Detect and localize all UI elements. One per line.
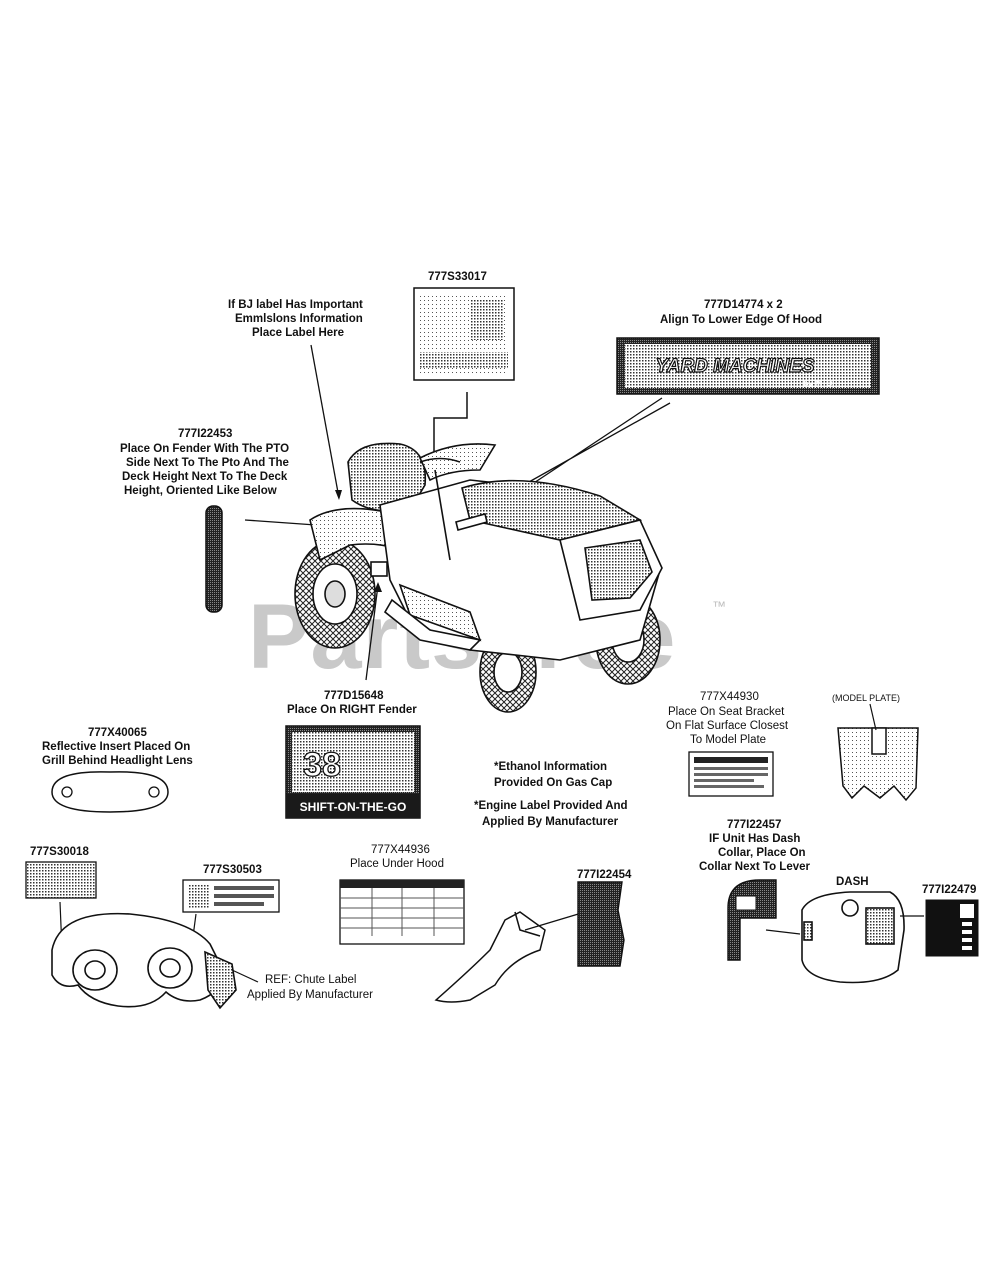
bj-label-note-line3: Place Label Here <box>252 327 345 339</box>
ref-chute-note-line1: REF: Chute Label <box>265 974 357 986</box>
part-number-777s30503: 777S30503 <box>203 864 262 876</box>
note-777x44936: Place Under Hood <box>350 858 444 870</box>
leader-line <box>433 392 468 470</box>
part-number-777i22454: 777I22454 <box>577 869 632 881</box>
note-777i22457-line3: Collar Next To Lever <box>699 861 810 873</box>
decal-777i22479 <box>925 899 979 957</box>
bj-label-note-line2: Emmlslons Information <box>235 313 363 325</box>
note-777x40065-line2: Grill Behind Headlight Lens <box>42 755 193 767</box>
leader-line <box>365 584 379 681</box>
part-number-777d15648: 777D15648 <box>324 690 384 702</box>
decal-777x44930 <box>688 751 774 797</box>
model-plate-label: (MODEL PLATE) <box>832 693 901 703</box>
lawn-tractor-illustration <box>294 442 663 713</box>
leader-line <box>869 703 877 731</box>
note-777i22457-line2: Collar, Place On <box>718 847 806 859</box>
part-number-777i22453: 777I22453 <box>178 428 233 440</box>
part-number-777x44936: 777X44936 <box>371 844 430 856</box>
decal-shift-on-the-go <box>285 725 421 819</box>
part-number-777x40065: 777X40065 <box>88 727 147 739</box>
dash-illustration <box>801 891 905 984</box>
decal-shift-text: SHIFT-ON-THE-GO <box>300 800 407 814</box>
part-number-777s30018: 777S30018 <box>30 846 89 858</box>
engine-note-line1: *Engine Label Provided And <box>474 800 628 812</box>
reflective-insert <box>51 771 169 813</box>
part-number-777i22479: 777I22479 <box>922 884 977 896</box>
ethanol-note-line2: Provided On Gas Cap <box>494 777 613 789</box>
mtd-brand: by MTD <box>804 379 833 388</box>
note-777i22457-line1: IF Unit Has Dash <box>709 833 801 845</box>
note-777i22453-line4: Height, Oriented Like Below <box>124 485 277 497</box>
ethanol-note-line1: *Ethanol Information <box>494 761 608 773</box>
arrowhead <box>374 582 382 592</box>
part-number-777i22457: 777I22457 <box>727 819 782 831</box>
decal-777s30503 <box>182 879 280 913</box>
leader-line <box>231 969 259 983</box>
note-777x40065-line1: Reflective Insert Placed On <box>42 741 191 753</box>
seat-bracket-model-plate <box>837 727 919 802</box>
part-number-777x44930: 777X44930 <box>700 691 759 703</box>
ref-chute-note-line2: Applied By Manufacturer <box>247 989 373 1001</box>
engine-note-line2: Applied By Manufacturer <box>482 816 619 828</box>
note-777i22453-line3: Deck Height Next To The Deck <box>122 471 288 483</box>
trademark-symbol: ™ <box>712 598 726 614</box>
decal-777i22454 <box>577 881 625 967</box>
leader-line <box>524 911 586 931</box>
part-number-777s33017: 777S33017 <box>428 271 487 283</box>
note-777i22453-line2: Side Next To The Pto And The <box>126 457 289 469</box>
note-777x44930-line3: To Model Plate <box>690 734 767 746</box>
yard-machines-brand: YARD MACHINES <box>655 356 814 377</box>
decal-777i22457 <box>727 879 777 961</box>
decal-777i22453-strip <box>205 505 223 613</box>
arrowhead <box>335 490 342 500</box>
decal-38-number: 38 <box>303 746 341 784</box>
note-777d15648: Place On RIGHT Fender <box>287 704 417 716</box>
part-number-777d14774: 777D14774 x 2 <box>704 299 783 311</box>
leader-line <box>310 344 340 499</box>
note-777d14774: Align To Lower Edge Of Hood <box>660 314 823 326</box>
note-777i22453-line1: Place On Fender With The PTO <box>120 443 290 455</box>
mower-deck-illustration <box>51 912 237 1010</box>
fender-piece-illustration <box>434 911 546 1003</box>
leader-line <box>765 929 801 935</box>
bj-label-note-line1: If BJ label Has Important <box>228 299 363 311</box>
decal-777s33017 <box>413 287 515 381</box>
decal-yard-machines <box>616 337 880 395</box>
note-777x44930-line2: On Flat Surface Closest <box>666 720 789 732</box>
dash-label: DASH <box>836 876 869 888</box>
decal-777s30018 <box>25 861 97 899</box>
note-777x44930-line1: Place On Seat Bracket <box>668 706 785 718</box>
decal-777x44936 <box>339 879 465 945</box>
